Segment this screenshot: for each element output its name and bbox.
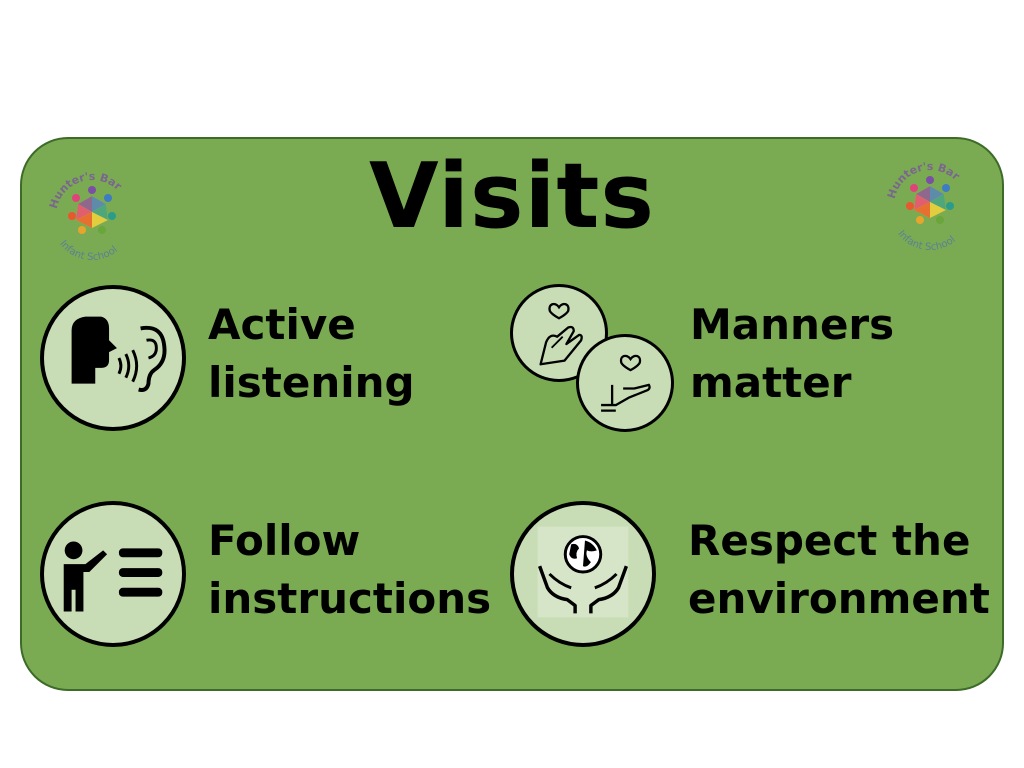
item-label-respect-environment: Respect the environment [688, 512, 990, 628]
label-line: Respect the [688, 516, 971, 565]
label-line: Active [208, 300, 356, 349]
page-title: Visits [369, 144, 655, 249]
visits-card [20, 137, 1004, 691]
teacher-board-icon [40, 501, 186, 647]
label-line: listening [208, 358, 415, 407]
label-line: environment [688, 574, 990, 623]
item-label-active-listening: Active listening [208, 296, 415, 412]
speaking-listening-icon [40, 285, 186, 431]
svg-text:Infant School: Infant School [895, 229, 957, 250]
label-line: instructions [208, 574, 492, 623]
school-logo-icon: Hunter's Bar Infant School [880, 150, 980, 253]
item-label-follow-instructions: Follow instructions [208, 512, 491, 628]
svg-text:Infant School: Infant School [57, 239, 119, 260]
hand-heart-icon [576, 334, 674, 432]
label-line: Manners [690, 300, 895, 349]
hands-globe-icon [510, 501, 656, 647]
school-logo-icon: Hunter's Bar Infant School [42, 160, 142, 263]
item-label-manners-matter: Manners matter [690, 296, 894, 412]
label-line: Follow [208, 516, 361, 565]
label-line: matter [690, 358, 852, 407]
